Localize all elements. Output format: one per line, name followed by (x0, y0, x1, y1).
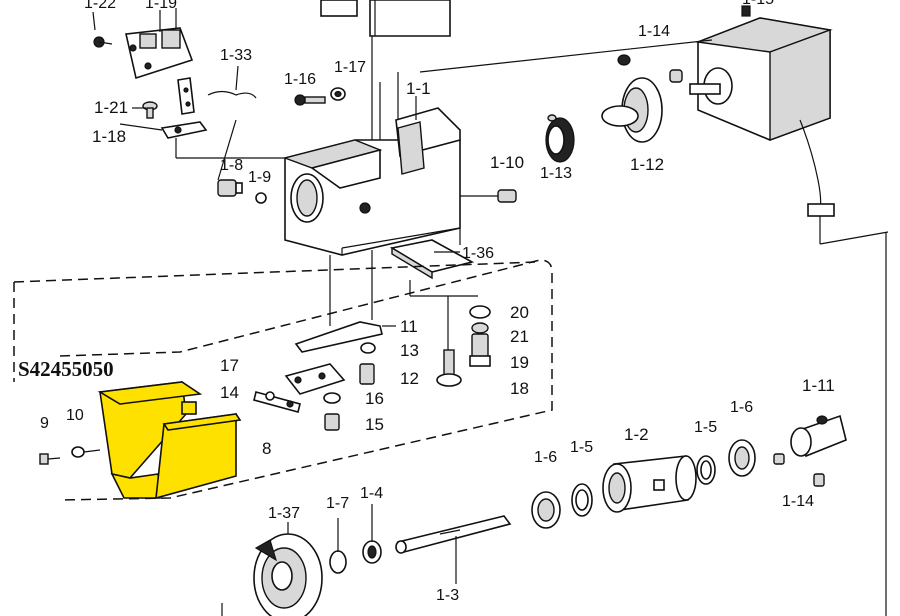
label-8: 8 (262, 439, 271, 458)
label-1-6-right: 1-6 (730, 399, 753, 416)
screw-12 (359, 363, 375, 385)
screw-1-22 (92, 11, 113, 48)
subassembly-outline (13, 259, 553, 501)
label-12: 12 (400, 369, 419, 388)
label-1-4: 1-4 (360, 485, 383, 502)
bearing-1-6-right (728, 439, 756, 477)
ring-1-5-left (571, 483, 593, 517)
set-screw-1-14-lower (813, 473, 825, 487)
label-1-6-left: 1-6 (534, 449, 557, 466)
washer-20 (469, 305, 491, 319)
shaft-1-3 (395, 515, 512, 584)
label-1-3: 1-3 (436, 587, 459, 604)
label-1-9: 1-9 (248, 169, 271, 186)
label-1-16: 1-16 (284, 71, 316, 88)
sleeve-1-2 (602, 455, 697, 513)
rotary-hook-1-37 (253, 522, 323, 616)
label-17: 17 (220, 356, 239, 375)
motor-1-15 (689, 5, 889, 616)
screw-1-21 (142, 101, 158, 119)
label-19: 19 (510, 353, 529, 372)
label-16: 16 (365, 389, 384, 408)
label-1-10: 1-10 (490, 153, 524, 172)
highlighted-cover-8 (97, 381, 242, 500)
label-1-2: 1-2 (624, 425, 649, 444)
label-1-33: 1-33 (220, 47, 252, 64)
pulley-1-12 (601, 54, 663, 143)
nut-13 (360, 342, 376, 354)
label-1-37: 1-37 (268, 505, 300, 522)
label-1-5-left: 1-5 (570, 439, 593, 456)
screw-15 (324, 413, 340, 431)
label-1-11: 1-11 (802, 376, 835, 395)
label-1-14-bottom: 1-14 (782, 493, 814, 510)
washer-1-17 (330, 87, 346, 101)
label-13: 13 (400, 341, 419, 360)
rod-11 (294, 321, 396, 353)
label-15: 15 (365, 415, 384, 434)
label-1-7: 1-7 (326, 495, 349, 512)
label-14: 14 (220, 383, 239, 402)
fitting-1-8 (217, 179, 243, 197)
clip-1-33 (207, 90, 257, 99)
ring-1-9 (255, 192, 267, 204)
label-1-18: 1-18 (92, 127, 126, 146)
washer-1-7 (329, 550, 347, 574)
bearing-1-6-left (531, 491, 561, 529)
label-1-14-top: 1-14 (638, 23, 670, 40)
label-1-15: 1-15 (742, 0, 774, 8)
ring-1-4 (362, 540, 382, 564)
washer-10 (71, 446, 85, 458)
label-1-22: 1-22 (84, 0, 116, 12)
label-1-36: 1-36 (462, 245, 494, 262)
gear-1-13 (545, 114, 575, 163)
plate-1-36 (389, 239, 475, 280)
label-1-5-right: 1-5 (694, 419, 717, 436)
label-1-21: 1-21 (94, 98, 128, 117)
screw-19 (469, 333, 491, 367)
main-frame-1-1 (282, 107, 461, 256)
label-20: 20 (510, 303, 529, 322)
sensor-board (125, 8, 194, 80)
pin-14 (253, 391, 301, 413)
screw-1-16 (294, 94, 326, 106)
part-code-label: S42455050 (18, 357, 114, 381)
label-21: 21 (510, 327, 529, 346)
washer-21 (471, 322, 489, 334)
set-screw-1-14-bottom (773, 453, 785, 465)
bracket-17 (284, 363, 346, 395)
screw-18 (436, 349, 462, 387)
label-9: 9 (40, 415, 49, 432)
sensor-bracket (177, 77, 195, 115)
set-screw-1-10 (460, 189, 517, 203)
label-1-8: 1-8 (220, 157, 243, 174)
label-11: 11 (400, 317, 418, 336)
set-screw-1-14-top (669, 69, 683, 83)
screw-9 (39, 453, 61, 465)
label-1-12: 1-12 (630, 155, 664, 174)
label-18: 18 (510, 379, 529, 398)
washer-16 (323, 392, 341, 404)
plate-1-18 (160, 121, 378, 159)
label-1-13: 1-13 (540, 165, 572, 182)
label-1-1: 1-1 (406, 79, 431, 98)
label-1-19: 1-19 (145, 0, 177, 12)
top-plate (320, 0, 451, 37)
label-1-17: 1-17 (334, 59, 366, 76)
ring-1-5-right (696, 455, 716, 485)
label-10: 10 (66, 407, 84, 424)
coupling-1-11 (790, 414, 847, 458)
